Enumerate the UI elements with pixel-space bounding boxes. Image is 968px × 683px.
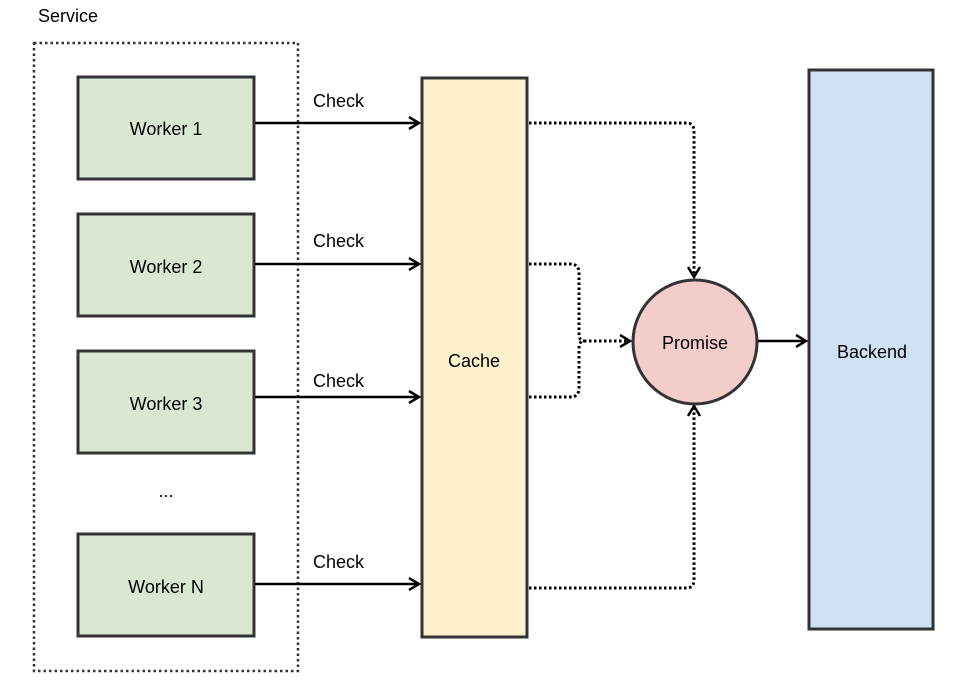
worker-3-node[interactable]: Worker 3 [76,349,256,455]
dotted-edge-top [529,121,694,277]
dotted-edge-upper-mid [529,262,585,343]
ellipsis: ... [158,481,173,501]
edge-worker-n-cache: Check [255,552,419,584]
worker-2-node[interactable]: Worker 2 [76,212,256,318]
edges-cache-promise [529,121,694,590]
backend-label: Backend [837,342,907,362]
worker-n-node[interactable]: Worker N [76,532,256,638]
worker-2-label: Worker 2 [130,257,203,277]
worker-1-label: Worker 1 [130,119,203,139]
dotted-edge-bottom [529,406,694,590]
edge-label-check: Check [313,552,365,572]
edge-label-check: Check [313,371,365,391]
cache-node[interactable]: Cache [420,76,529,639]
cache-label: Cache [448,351,500,371]
service-label: Service [38,6,98,26]
backend-node[interactable]: Backend [807,68,935,631]
worker-3-label: Worker 3 [130,394,203,414]
worker-1-node[interactable]: Worker 1 [76,75,256,181]
edge-worker-2-cache: Check [255,231,419,264]
dotted-edge-lower-mid [529,339,585,399]
edge-label-check: Check [313,91,365,111]
promise-label: Promise [662,333,728,353]
service-group-boundary [32,41,300,673]
edge-label-check: Check [313,231,365,251]
edge-worker-3-cache: Check [255,371,419,397]
edge-worker-1-cache: Check [255,91,419,123]
promise-node[interactable]: Promise [631,278,759,406]
worker-n-label: Worker N [128,577,204,597]
